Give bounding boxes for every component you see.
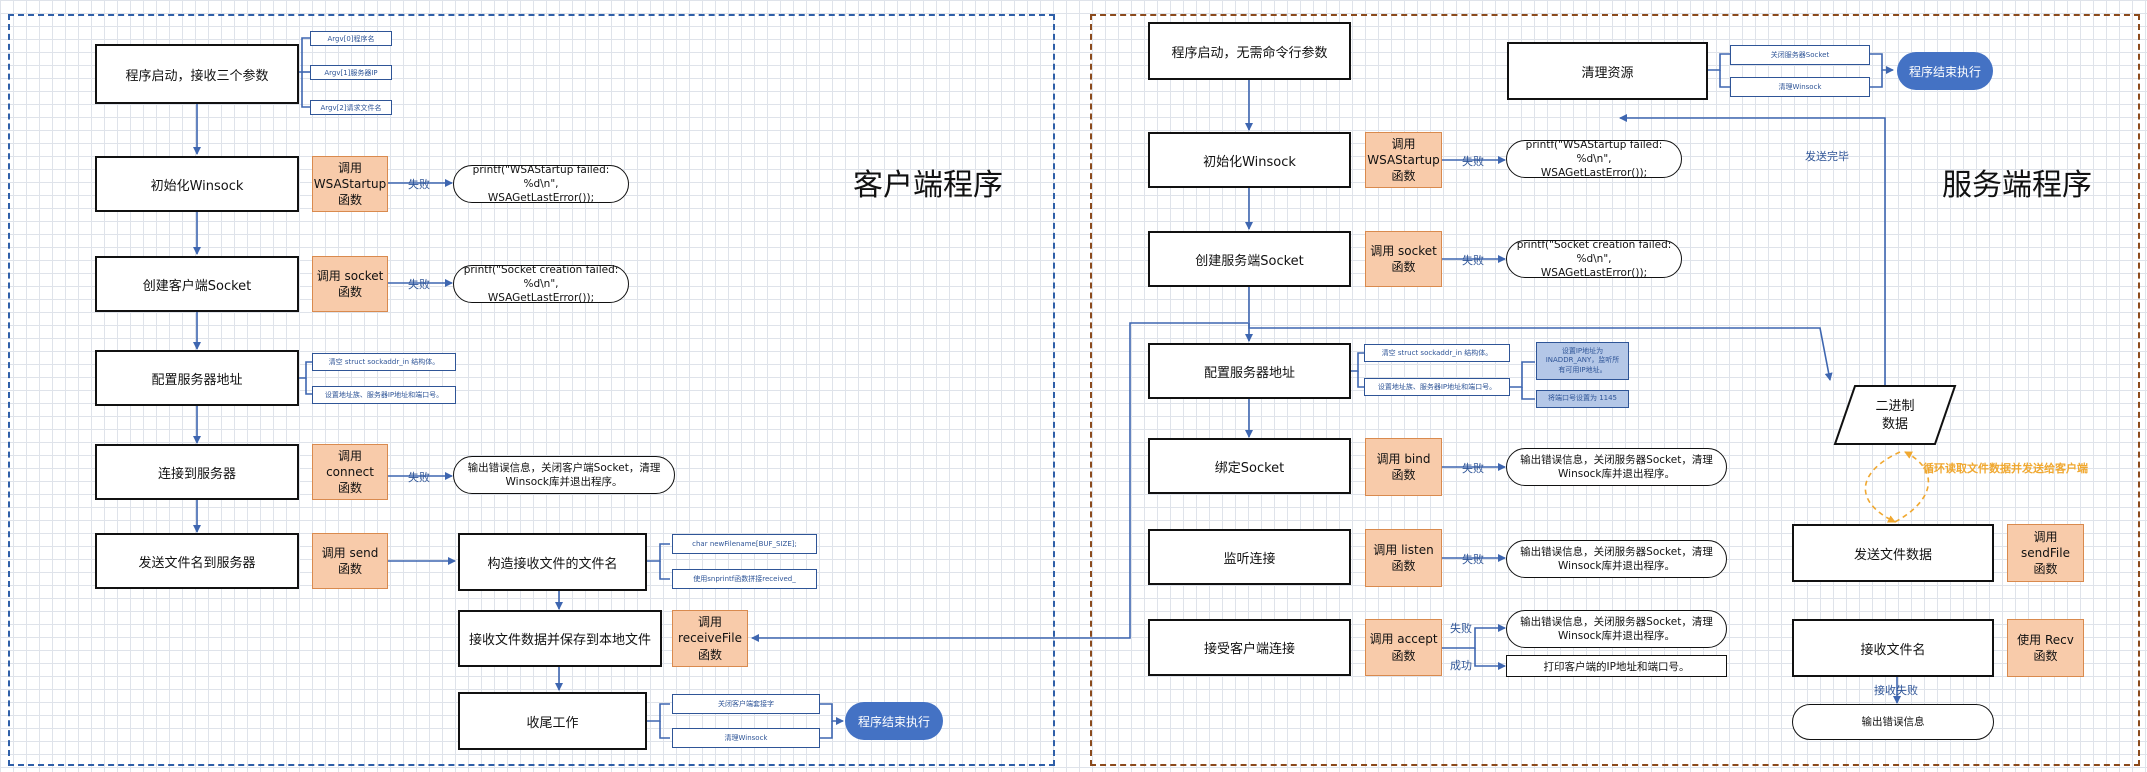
server-config-note-port: 将端口号设置为 1145 [1536, 390, 1629, 408]
client-title: 客户端程序 [853, 168, 1003, 203]
argv-bracket-3 [301, 72, 310, 108]
server-error-accept: 输出错误信息，关闭服务器Socket，清理 Winsock库并退出程序。 [1506, 610, 1727, 648]
server-config-note-1: 清空 struct sockaddr_in 结构体。 [1364, 344, 1510, 362]
server-sendfile-box: 发送文件数据 [1792, 524, 1994, 582]
server-cleanup-box: 清理资源 [1507, 42, 1708, 100]
server-config-note-2: 设置地址族、服务器IP地址和端口号。 [1364, 378, 1510, 396]
recv-fail-label: 接收失败 [1874, 684, 1918, 697]
server-cleanup-note-2: 清理Winsock [1730, 77, 1870, 97]
server-call-sendfile: 调用 sendFile 函数 [2007, 524, 2084, 582]
client-start-box: 程序启动，接收三个参数 [95, 44, 299, 104]
server-end-pill: 程序结束执行 [1897, 52, 1993, 90]
client-call-socket: 调用 socket 函数 [312, 256, 388, 312]
server-title: 服务端程序 [1942, 168, 2092, 203]
argv-note-1: Argv[1]服务器IP [310, 65, 392, 80]
client-fail-label-3: 失败 [408, 471, 430, 484]
server-error-bind: 输出错误信息，关闭服务器Socket，清理 Winsock库并退出程序。 [1506, 448, 1727, 486]
client-send-box: 发送文件名到服务器 [95, 533, 299, 589]
arrow-accept-to-data [1248, 323, 1833, 381]
client-call-send: 调用 send 函数 [312, 533, 388, 589]
data-parallelogram [1833, 385, 1957, 445]
argv-note-0: Argv[0]程序名 [310, 31, 392, 46]
server-call-wsa: 调用 WSAStartup 函数 [1365, 132, 1442, 188]
client-build-note-1: char newFilename[BUF_SIZE]; [672, 534, 817, 554]
client-cleanup-box: 收尾工作 [458, 692, 647, 750]
done-label: 发送完毕 [1805, 150, 1849, 163]
client-call-wsa: 调用 WSAStartup 函数 [312, 156, 388, 212]
server-accept-box: 接受客户端连接 [1148, 619, 1351, 676]
server-call-bind: 调用 bind 函数 [1365, 438, 1442, 496]
client-fail-label-2: 失败 [408, 278, 430, 291]
server-recvname-box: 接收文件名 [1792, 619, 1994, 677]
server-error-socket: printf("Socket creation failed: %d\n", W… [1506, 239, 1682, 279]
server-error-recv: 输出错误信息 [1792, 704, 1994, 740]
argv-note-2: Argv[2]请求文件名 [310, 100, 392, 115]
data-shape-label: 二进制 数据 [1875, 398, 1915, 432]
arrow-server-to-client [751, 322, 1248, 642]
client-fail-label-1: 失败 [408, 178, 430, 191]
client-connect-box: 连接到服务器 [95, 444, 299, 500]
client-call-receive: 调用 receiveFile 函数 [672, 610, 748, 667]
argv-bracket-1 [298, 37, 310, 73]
server-create-box: 创建服务端Socket [1148, 231, 1351, 287]
client-cleanup-note-1: 关闭客户端套接字 [672, 694, 820, 714]
server-config-box: 配置服务器地址 [1148, 343, 1351, 399]
server-config-note-ip: 设置IP地址为 INADDR_ANY，监听所 有可用IP地址。 [1536, 342, 1629, 380]
client-create-box: 创建客户端Socket [95, 256, 299, 312]
client-end-pill: 程序结束执行 [845, 702, 943, 740]
client-region [8, 14, 1055, 766]
client-error-wsa: printf("WSAStartup failed: %d\n", WSAGet… [453, 164, 629, 204]
client-cleanup-note-2: 清理Winsock [672, 728, 820, 748]
server-region [1090, 14, 2140, 766]
server-fail-label-5: 失败 [1450, 622, 1472, 635]
client-init-box: 初始化Winsock [95, 156, 299, 212]
server-fail-label-4: 失败 [1462, 553, 1484, 566]
server-fail-label-2: 失败 [1462, 254, 1484, 267]
client-build-note-2: 使用snprintf函数拼接received_ [672, 569, 817, 589]
server-call-recv: 使用 Recv 函数 [2007, 619, 2084, 677]
server-call-listen: 调用 listen 函数 [1365, 529, 1442, 587]
client-receive-box: 接收文件数据并保存到本地文件 [458, 610, 662, 667]
server-init-box: 初始化Winsock [1148, 132, 1351, 188]
server-fail-label-3: 失败 [1462, 462, 1484, 475]
server-error-wsa: printf("WSAStartup failed: %d\n", WSAGet… [1506, 139, 1682, 179]
loop-arrow-sendfile [1864, 451, 1901, 523]
loop-label: 循环读取文件数据并发送给客户端 [1923, 462, 2088, 475]
server-listen-box: 监听连接 [1148, 529, 1351, 585]
client-build-box: 构造接收文件的文件名 [458, 533, 647, 591]
server-call-accept: 调用 accept 函数 [1365, 619, 1442, 676]
arrow-done-to-cleanup [1619, 114, 1886, 386]
server-start-box: 程序启动，无需命令行参数 [1148, 22, 1351, 80]
client-config-note-1: 清空 struct sockaddr_in 结构体。 [312, 353, 456, 371]
server-error-listen: 输出错误信息，关闭服务器Socket，清理 Winsock库并退出程序。 [1506, 540, 1727, 578]
server-cleanup-note-1: 关闭服务器Socket [1730, 45, 1870, 65]
server-success-label: 成功 [1450, 659, 1472, 672]
server-bind-box: 绑定Socket [1148, 438, 1351, 494]
client-error-connect: 输出错误信息，关闭客户端Socket，清理 Winsock库并退出程序。 [453, 456, 675, 494]
client-config-note-2: 设置地址族、服务器IP地址和端口号。 [312, 386, 456, 404]
server-fail-label-1: 失败 [1462, 155, 1484, 168]
server-success-box: 打印客户端的IP地址和端口号。 [1506, 655, 1727, 677]
server-call-socket: 调用 socket 函数 [1365, 231, 1442, 287]
client-config-box: 配置服务器地址 [95, 350, 299, 406]
client-call-connect: 调用 connect 函数 [312, 444, 388, 500]
client-error-socket: printf("Socket creation failed: %d\n", W… [453, 264, 629, 304]
loop-arrow-sendfile-2 [1894, 451, 1930, 523]
